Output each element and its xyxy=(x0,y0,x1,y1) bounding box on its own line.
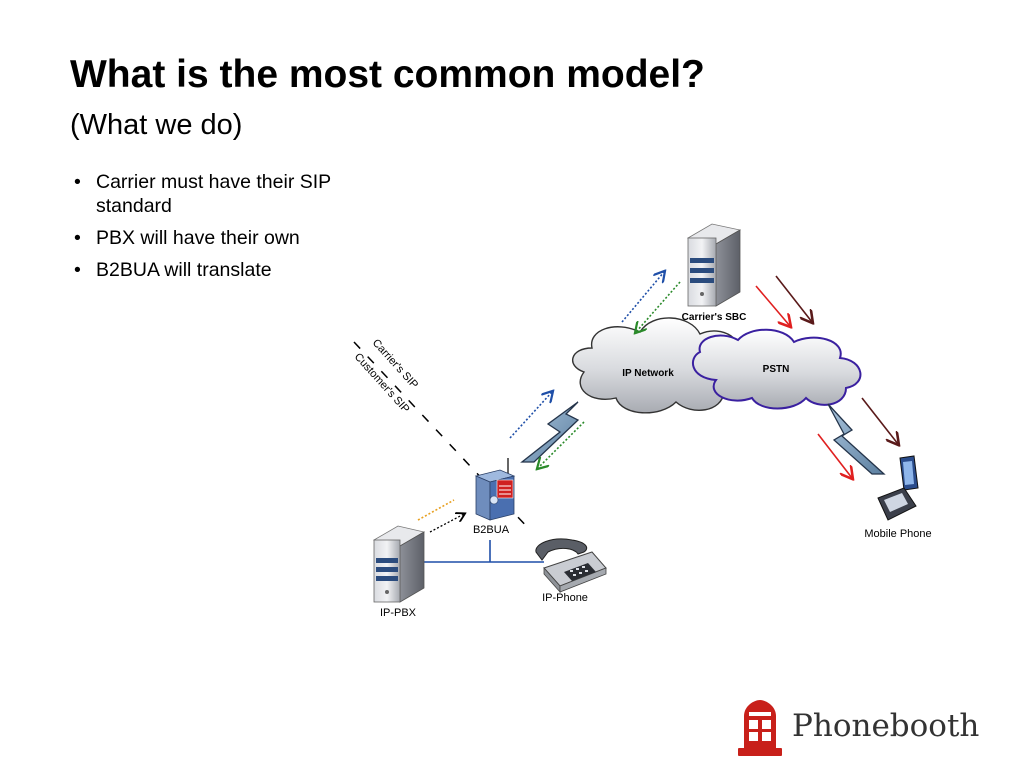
sip-arrow-pbx xyxy=(417,499,455,521)
slide-title: What is the most common model? xyxy=(70,53,705,96)
ip-pbx-server-icon xyxy=(372,525,426,603)
bullet-list: Carrier must have their SIP standard PBX… xyxy=(74,170,404,290)
media-arrow-darkred xyxy=(861,397,898,444)
carrier-sbc-label: Carrier's SBC xyxy=(682,312,747,323)
media-arrow-darkred xyxy=(775,275,812,322)
b2bua-label: B2BUA xyxy=(473,524,510,536)
pstn-cloud xyxy=(691,328,862,410)
phonebooth-logo-text: Phonebooth xyxy=(792,708,979,744)
mobile-phone-icon xyxy=(877,455,919,521)
carrier-sbc-server-icon xyxy=(686,223,742,307)
ip-network-label: IP Network xyxy=(622,368,674,379)
sip-arrow-pbx xyxy=(429,514,464,533)
mobile-phone-label: Mobile Phone xyxy=(864,528,931,540)
bullet-item: Carrier must have their SIP standard xyxy=(74,170,404,218)
customers-sip-label: Customer's SIP xyxy=(352,351,412,416)
bullet-item: PBX will have their own xyxy=(74,226,404,250)
bullet-item: B2BUA will translate xyxy=(74,258,404,282)
sip-boundary-line xyxy=(353,341,531,531)
sip-arrow-up xyxy=(509,392,552,439)
ip-phone-label: IP-Phone xyxy=(542,592,588,604)
sip-arrow-up xyxy=(621,272,664,323)
ip-pbx-label: IP-PBX xyxy=(380,607,417,619)
pstn-label: PSTN xyxy=(763,364,790,375)
ip-phone-icon xyxy=(535,538,607,594)
slide-subtitle: (What we do) xyxy=(70,109,243,141)
wireless-link-bolt-icon xyxy=(827,403,886,475)
sip-arrow-down xyxy=(636,281,681,332)
b2bua-device-icon xyxy=(474,458,516,521)
phonebooth-logo-icon xyxy=(738,700,782,756)
sip-arrow-down xyxy=(538,421,585,468)
media-arrow-red xyxy=(755,285,790,326)
media-arrow-red xyxy=(817,433,852,478)
wireless-link-bolt-icon xyxy=(520,401,580,463)
